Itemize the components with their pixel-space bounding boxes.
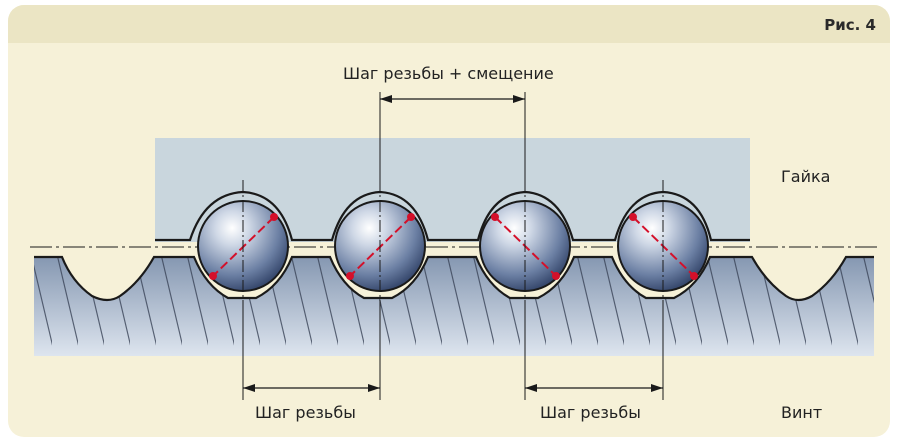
- ball-axis-lines: [242, 180, 664, 312]
- screw-hatching: [34, 257, 874, 356]
- nut-label: Гайка: [781, 167, 831, 186]
- screw-thread-profile: [34, 255, 874, 302]
- screw-label: Винт: [781, 403, 823, 422]
- bottom-left-dimension-label: Шаг резьбы: [255, 403, 356, 422]
- header-strip: [8, 5, 890, 43]
- contact-point: [407, 213, 415, 221]
- bottom-right-dimension-label: Шаг резьбы: [540, 403, 641, 422]
- contact-point: [491, 213, 499, 221]
- top-dimension-label: Шаг резьбы + смещение: [343, 64, 554, 83]
- contact-point: [552, 272, 560, 280]
- screw: [34, 255, 874, 356]
- figure-label: Рис. 4: [824, 16, 876, 34]
- contact-point: [209, 272, 217, 280]
- dimension-lines: [243, 95, 663, 392]
- contact-point: [629, 213, 637, 221]
- nut-thread-profile: [155, 190, 750, 242]
- contact-point: [346, 272, 354, 280]
- extension-lines: [242, 92, 664, 400]
- contact-point: [270, 213, 278, 221]
- contact-point: [690, 272, 698, 280]
